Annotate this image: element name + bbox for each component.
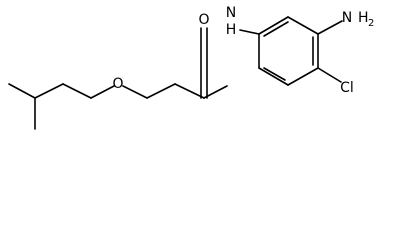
amide-hydrogen-label: H	[226, 22, 237, 38]
amino-hydrogen-count: 2	[368, 18, 374, 29]
bond-ring-to-amino	[317, 20, 343, 35]
bond-ch2-to-carbonyl	[174, 83, 205, 99]
ring-bond-4	[287, 67, 319, 86]
bond-methyl-top	[8, 83, 36, 99]
ring-inner-double-1	[263, 21, 289, 37]
bond-carbonyl-to-n	[203, 85, 228, 99]
bond-ring-to-chlorine	[317, 67, 342, 83]
bond-n-to-ring	[239, 29, 260, 35]
propanoyl-chain	[122, 83, 228, 99]
chlorine-label: Cl	[340, 80, 354, 96]
isopentyl-chain	[8, 83, 115, 130]
ring-bond-5	[258, 67, 289, 86]
carbonyl-double-bond	[200, 27, 208, 99]
benzene-ring	[258, 16, 319, 86]
ether-oxygen-label: O	[112, 76, 123, 92]
bond-branch-to-ch2	[34, 83, 64, 99]
amino-nitrogen-label: N	[342, 10, 352, 26]
bond-ch2-to-ether-o	[90, 85, 115, 99]
ring-bond-2	[287, 16, 319, 35]
ring-bond-1	[258, 16, 289, 35]
carbonyl-oxygen-label: O	[198, 12, 209, 28]
bond-ch2-to-ch2-alpha	[146, 83, 176, 99]
amino-hydrogen-label: H	[358, 10, 369, 26]
amide-nitrogen-label: N	[226, 5, 236, 21]
bond-ether-o-to-ch2	[122, 85, 148, 99]
bond-ch2-to-ch2	[62, 83, 92, 99]
ring-inner-double-3	[263, 67, 286, 81]
chemical-structure: O O N H N H 2 Cl	[8, 5, 374, 130]
